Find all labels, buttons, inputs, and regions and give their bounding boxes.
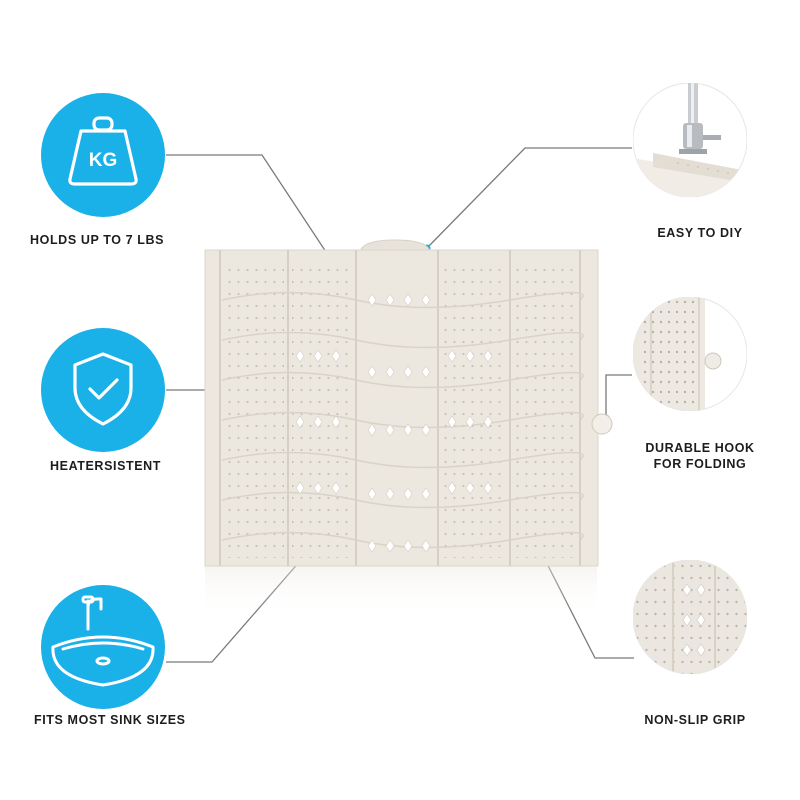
label-durable-hook-line2: FOR FOLDING	[653, 457, 747, 471]
mat-hook	[591, 413, 613, 435]
connector-diy	[426, 147, 632, 249]
label-durable-hook-line1: DURABLE HOOK	[645, 441, 755, 455]
diy-detail-photo	[633, 83, 747, 197]
grip-detail-photo	[633, 560, 747, 674]
label-non-slip-grip: NON-SLIP GRIP	[644, 713, 746, 727]
heat-icon-badge	[41, 328, 165, 452]
sink-icon-badge	[41, 585, 165, 709]
mat-perforation-pattern	[222, 262, 576, 558]
shield-check-icon	[73, 352, 133, 426]
label-easy-diy: EASY TO DIY	[657, 226, 743, 240]
weight-icon-badge: KG	[41, 93, 165, 217]
hook-detail-photo	[633, 297, 747, 411]
sink-faucet-icon	[51, 595, 155, 687]
label-fits-sinks: FITS MOST SINK SIZES	[34, 713, 186, 727]
connector-weight	[166, 154, 329, 256]
label-heat-resistant: HEATERSISTENT	[50, 459, 162, 473]
label-durable-hook: DURABLE HOOK FOR FOLDING	[630, 440, 770, 472]
label-holds-weight: HOLDS UP TO 7 LBS	[30, 233, 165, 247]
kettlebell-icon-text: KG	[89, 150, 118, 171]
connector-hook	[605, 374, 632, 418]
kettlebell-icon	[68, 116, 138, 186]
